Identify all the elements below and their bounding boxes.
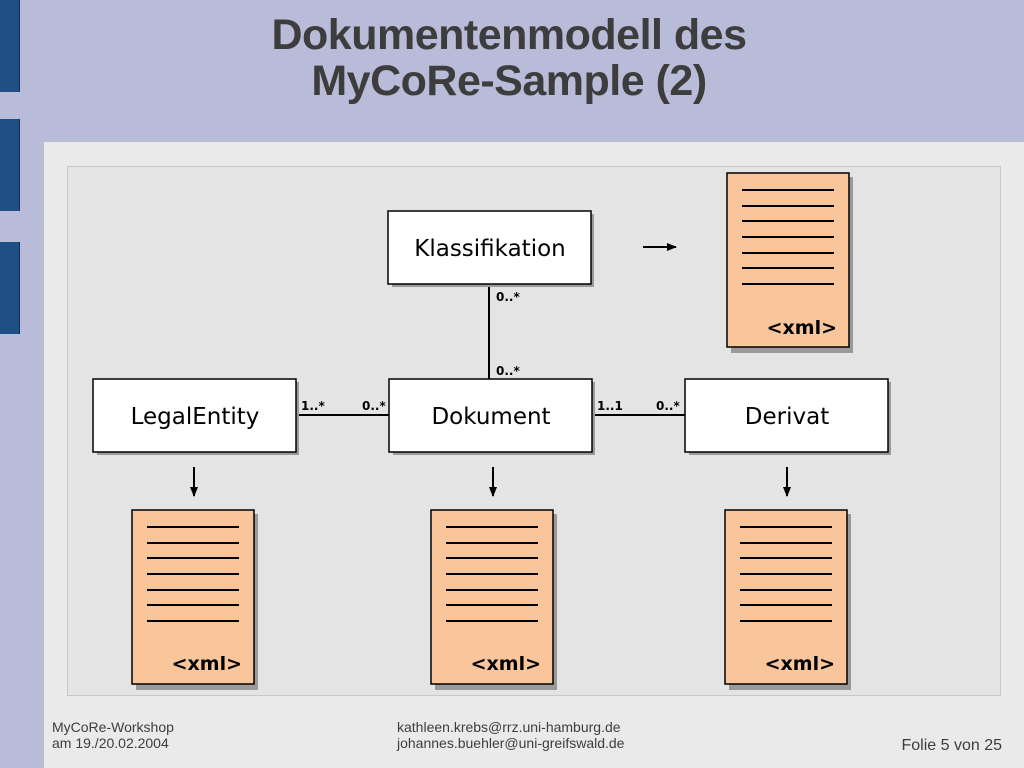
multiplicity-klass-bottom: 0..* <box>496 364 520 378</box>
box-klassifikation: Klassifikation <box>387 210 594 287</box>
xml-label-dokument: <xml> <box>471 653 541 675</box>
xml-label-legalentity: <xml> <box>172 653 242 675</box>
box-legalentity: LegalEntity <box>92 378 299 455</box>
xml-document-klassifikation: <xml> <box>726 172 853 353</box>
multiplicity-klass-top: 0..* <box>496 290 520 304</box>
slide-title: Dokumentenmodell des MyCoRe-Sample (2) <box>44 12 974 105</box>
box-dokument: Dokument <box>388 378 595 455</box>
box-derivat: Derivat <box>684 378 891 455</box>
box-derivat-label: Derivat <box>745 404 829 430</box>
box-legalentity-label: LegalEntity <box>131 404 260 430</box>
title-line-2: MyCoRe-Sample (2) <box>311 57 707 106</box>
multiplicity-dok-derivat-left: 1..1 <box>597 399 623 413</box>
footer-email-2: johannes.buehler@uni-greifswald.de <box>397 735 625 751</box>
footer-emails: kathleen.krebs@rrz.uni-hamburg.de johann… <box>397 719 624 751</box>
slide-number: Folie 5 von 25 <box>901 737 1002 754</box>
xml-document-derivat: <xml> <box>724 509 851 690</box>
sidebar-block-3 <box>0 242 20 334</box>
footer-workshop-line-2: am 19./20.02.2004 <box>52 735 169 751</box>
box-dokument-label: Dokument <box>431 404 550 430</box>
sidebar-block-2 <box>0 119 20 211</box>
xml-label-derivat: <xml> <box>765 653 835 675</box>
multiplicity-dok-derivat-right: 0..* <box>656 399 680 413</box>
xml-document-dokument: <xml> <box>430 509 557 690</box>
xml-document-legalentity: <xml> <box>131 509 258 690</box>
multiplicity-legal-dok-right: 0..* <box>362 399 386 413</box>
footer-workshop-line-1: MyCoRe-Workshop <box>52 719 174 735</box>
box-klassifikation-label: Klassifikation <box>414 236 565 262</box>
xml-label-klassifikation: <xml> <box>767 317 837 339</box>
sidebar-block-1 <box>0 0 20 92</box>
footer-workshop: MyCoRe-Workshop am 19./20.02.2004 <box>52 719 174 751</box>
multiplicity-legal-dok-left: 1..* <box>301 399 325 413</box>
footer-email-1: kathleen.krebs@rrz.uni-hamburg.de <box>397 719 621 735</box>
title-line-1: Dokumentenmodell des <box>271 11 747 59</box>
